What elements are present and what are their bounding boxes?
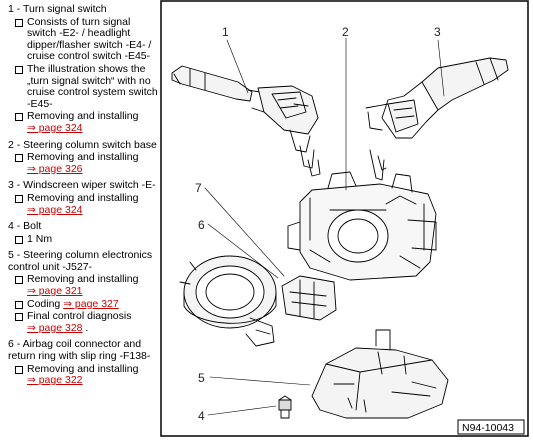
legend-heading: 3 - Windscreen wiper switch -E-: [8, 179, 156, 192]
checkbox-bullet-icon: [15, 18, 23, 27]
checkbox-bullet-icon: [15, 194, 23, 203]
legend-item: Removing and installing ⇒ page 322: [8, 362, 158, 387]
legend-item-text: 1 Nm: [27, 232, 53, 245]
checkbox-bullet-icon: [15, 235, 23, 244]
page-link[interactable]: ⇒ page 324: [27, 203, 83, 216]
legend-entry-4: 4 - Bolt 1 Nm: [8, 220, 158, 246]
legend-entry-2: 2 - Steering column switch base Removing…: [8, 138, 158, 176]
page-link[interactable]: ⇒ page 321: [27, 285, 83, 298]
legend-item: Removing and installing ⇒ page 324: [8, 191, 158, 216]
callout-label: 2: [342, 25, 349, 39]
legend-item: Removing and installing ⇒ page 321: [8, 274, 158, 297]
connector-block-drawing: [281, 275, 337, 321]
legend-item-text: Removing and installing: [27, 151, 139, 164]
legend-entry-1: 1 - Turn signal switch Consists of turn …: [8, 3, 158, 135]
page-link[interactable]: ⇒ page 324: [27, 121, 83, 134]
legend-item-text: Final control diagnosis: [27, 310, 132, 323]
legend-item-text: Consists of turn signal switch -E2- / he…: [27, 15, 152, 63]
legend-item: The illustration shows the „turn signal …: [8, 62, 158, 110]
clock-spring-drawing: [179, 255, 277, 347]
legend-item: Removing and installing ⇒ page 326: [8, 151, 158, 175]
checkbox-bullet-icon: [15, 113, 23, 122]
legend-item-text: Removing and installing: [27, 273, 139, 286]
callout-label: 4: [198, 409, 205, 423]
checkbox-bullet-icon: [15, 154, 23, 163]
page-link[interactable]: ⇒ page 326: [27, 162, 83, 175]
legend-item-suffix: .: [82, 321, 89, 334]
page-link[interactable]: ⇒ page 328: [27, 321, 83, 334]
legend-heading: 6 - Airbag coil connector and return rin…: [8, 338, 151, 363]
page-link[interactable]: ⇒ page 322: [27, 374, 83, 387]
legend-item: 1 Nm: [8, 232, 158, 246]
legend-heading: 2 - Steering column switch base: [8, 138, 157, 151]
legend-list: 1 - Turn signal switch Consists of turn …: [8, 3, 158, 387]
switch-base-drawing: [287, 171, 437, 281]
page-link[interactable]: ⇒ page 327: [63, 297, 119, 310]
legend-item: Coding ⇒ page 327: [8, 297, 158, 311]
legend-entry-6: 6 - Airbag coil connector and return rin…: [8, 339, 158, 386]
callout-label: 3: [434, 25, 441, 39]
callout-label: 5: [198, 371, 205, 385]
legend-item-text: Removing and installing: [27, 362, 139, 375]
control-unit-drawing: [311, 329, 449, 419]
checkbox-bullet-icon: [15, 65, 23, 74]
figure-id-box: [457, 419, 525, 435]
bolt-drawing: [278, 395, 292, 419]
checkbox-bullet-icon: [15, 276, 23, 285]
exploded-view-drawing: 1 2 3 4 5 6 7 N94-10043: [160, 0, 529, 437]
legend-item-text: Coding: [27, 297, 61, 310]
legend-heading: 4 - Bolt: [8, 220, 42, 233]
checkbox-bullet-icon: [15, 365, 23, 374]
windscreen-wiper-switch-drawing: [365, 57, 509, 181]
legend-item: Removing and installing ⇒ page 324: [8, 111, 158, 134]
legend-item: Final control diagnosis ⇒ page 328 .: [8, 310, 158, 334]
legend-item: Consists of turn signal switch -E2- / he…: [8, 15, 158, 63]
leader-lines: [204, 37, 445, 416]
legend-entry-3: 3 - Windscreen wiper switch -E- Removing…: [8, 180, 158, 216]
checkbox-bullet-icon: [15, 300, 23, 309]
legend-item-text: The illustration shows the „turn signal …: [27, 62, 158, 110]
legend-heading: 5 - Steering column electronics control …: [8, 249, 153, 273]
figure-id: N94-10043: [462, 422, 514, 434]
turn-signal-switch-drawing: [171, 65, 321, 177]
callout-label: 6: [198, 218, 205, 232]
callout-label: 7: [195, 181, 202, 195]
callout-label: 1: [222, 25, 229, 39]
legend-entry-5: 5 - Steering column electronics control …: [8, 249, 158, 334]
legend-item-text: Removing and installing: [27, 110, 139, 123]
legend-item-text: Removing and installing: [27, 191, 139, 204]
exploded-view-figure: 1 2 3 4 5 6 7 N94-10043: [160, 0, 530, 438]
legend-heading: 1 - Turn signal switch: [8, 3, 107, 15]
checkbox-bullet-icon: [15, 313, 23, 322]
